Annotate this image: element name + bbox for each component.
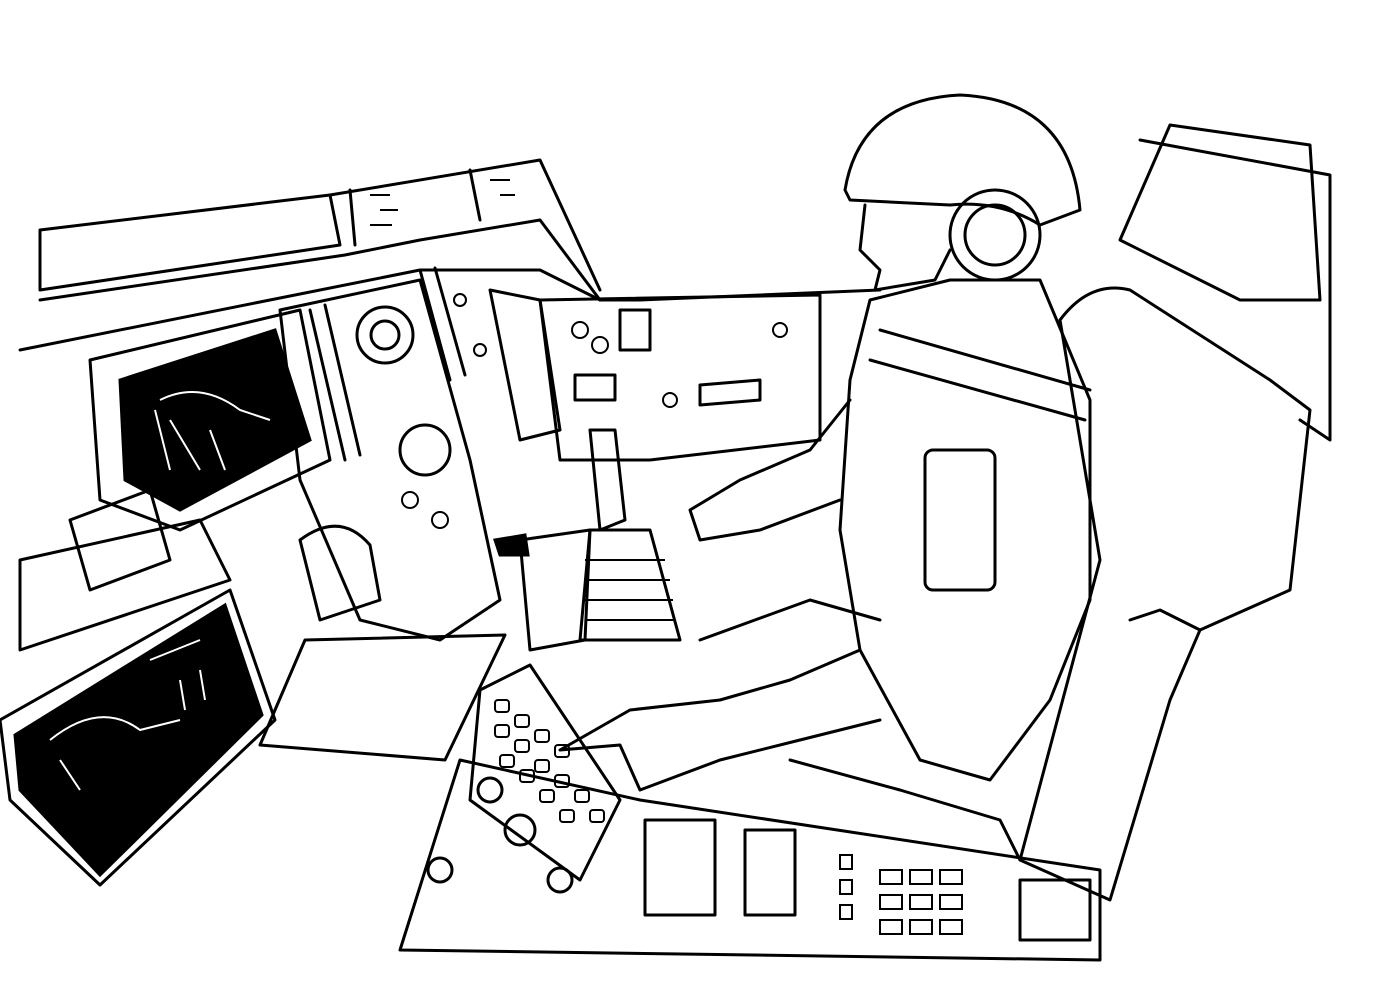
legs	[698, 598, 1022, 862]
keypad	[468, 663, 622, 882]
upper-panel	[18, 158, 882, 352]
left-upper-display	[88, 308, 332, 532]
front-console	[538, 293, 822, 462]
right-arm	[688, 398, 852, 542]
control-stick	[493, 428, 682, 652]
left-lower-display	[0, 588, 277, 887]
face	[858, 203, 952, 292]
helmet	[843, 93, 1082, 227]
center-instrument-panel	[278, 266, 562, 642]
lower-panels	[398, 758, 1102, 962]
kneeboard-panel	[258, 633, 507, 762]
pilot	[558, 93, 1092, 862]
left-arm	[558, 648, 882, 792]
canopy-window	[1118, 123, 1322, 302]
ejection-seat	[1018, 286, 1312, 902]
torso	[838, 278, 1092, 782]
